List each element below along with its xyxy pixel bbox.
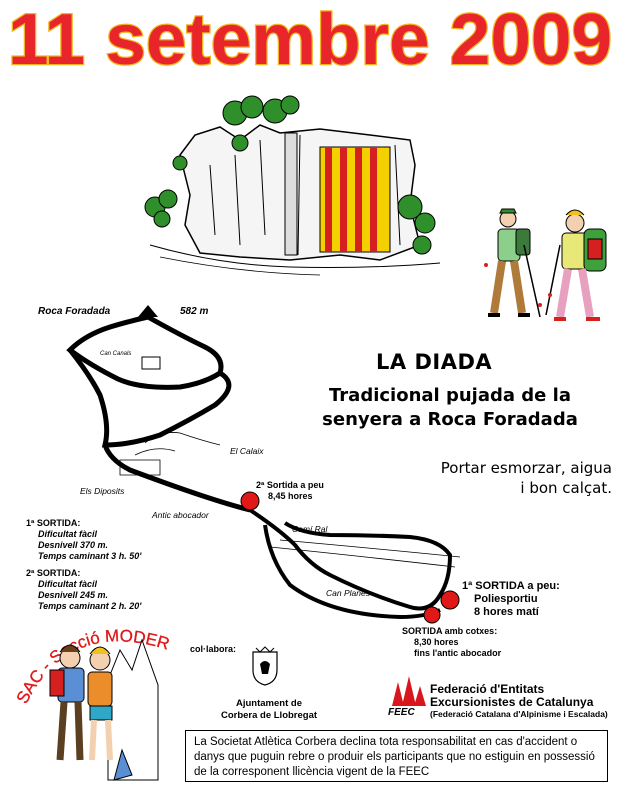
label-el-calaix: El Calaix — [230, 446, 264, 456]
car-start-marker — [423, 606, 441, 624]
feec-name: Federació d'Entitats Excursionistes de C… — [430, 682, 594, 709]
sac-logo: SAC - Secció MODERATS — [8, 610, 172, 781]
label-can-canals: Can Canals — [100, 351, 132, 357]
collabora-label: col·labora: — [190, 644, 237, 654]
page-title: 11 setembre 2009 — [0, 0, 620, 80]
label-cami-ral: Camí Ral — [292, 524, 328, 534]
label-els-diposits: Els Diposits — [80, 486, 125, 496]
peak-icon — [138, 305, 158, 317]
first-start-label: 1ª SORTIDA a peu: Poliesportiu 8 hores m… — [462, 580, 560, 618]
second-start-marker — [240, 491, 260, 511]
route-loop-south — [248, 508, 453, 611]
peak-name: Roca Foradada — [38, 306, 111, 317]
disclaimer-box: La Societat Atlètica Corbera declina tot… — [185, 730, 608, 782]
rock-flag-illustration — [144, 95, 441, 276]
feec-abbr: FEEC — [388, 707, 415, 718]
label-antic-abocador: Antic abocador — [152, 510, 209, 520]
feec-logo-icon — [392, 676, 426, 706]
advice-text: Portar esmorzar, aigua i bon calçat. — [440, 459, 612, 497]
headline: LA DIADA — [376, 350, 493, 374]
peak-altitude: 582 m — [180, 306, 209, 317]
route1-info: 1ª SORTIDA: Dificultat fàcil Desnivell 3… — [26, 518, 142, 561]
hikers-illustration — [484, 208, 607, 321]
ajuntament-shield-icon — [252, 646, 278, 686]
car-start-label: SORTIDA amb cotxes: 8,30 hores fins l'an… — [402, 626, 502, 658]
route-loop-upper — [66, 314, 224, 390]
second-start-label: 2ª Sortida a peu 8,45 hores — [256, 480, 324, 501]
feec-federation: (Federació Catalana d'Alpinisme i Escala… — [430, 709, 608, 719]
route-map — [66, 305, 461, 624]
label-can-planes: Can Planes — [326, 588, 370, 598]
ajuntament-label: Ajuntament de Corbera de Llobregat — [220, 698, 318, 721]
route2-info: 2ª SORTIDA: Dificultat fàcil Desnivell 2… — [26, 568, 142, 611]
title-text: 11 setembre 2009 — [8, 0, 612, 80]
route-down — [102, 444, 251, 513]
first-start-marker — [440, 590, 460, 610]
subtitle: Tradicional pujada de la senyera a Roca … — [322, 385, 578, 430]
route-loop-lower — [68, 348, 232, 448]
